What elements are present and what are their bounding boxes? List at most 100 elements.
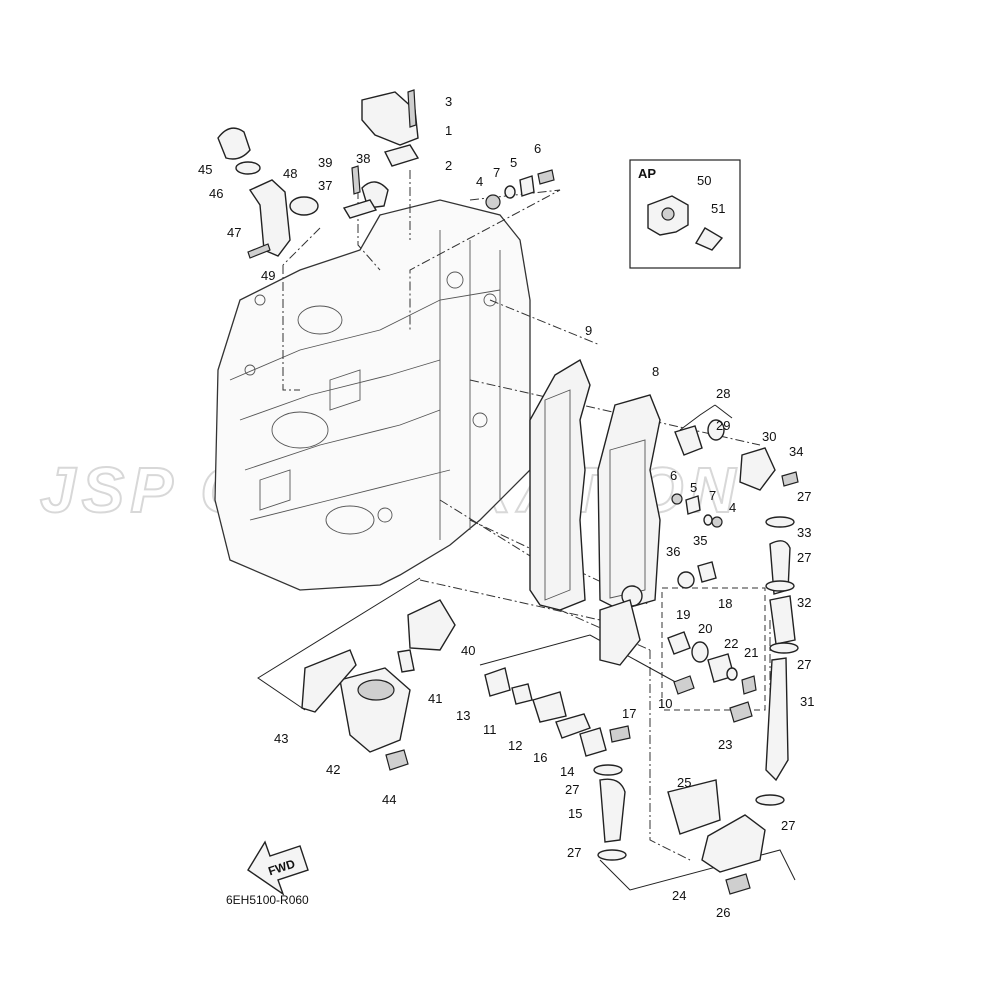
callout-12: 12 bbox=[508, 738, 522, 753]
screw-21-part bbox=[741, 675, 757, 695]
callout-labels: 1 2 3 4 5 6 7 4 5 6 7 8 9 10 11 12 13 14… bbox=[198, 94, 814, 920]
callout-18: 18 bbox=[718, 596, 732, 611]
callout-27a: 27 bbox=[797, 489, 811, 504]
callout-23: 23 bbox=[718, 737, 732, 752]
callout-6b: 6 bbox=[670, 468, 677, 483]
bolt-34-part bbox=[781, 471, 799, 487]
joint-32-part bbox=[769, 595, 796, 645]
plug-4b-part bbox=[711, 516, 723, 528]
callout-16: 16 bbox=[533, 750, 547, 765]
o-ring-48-part bbox=[289, 196, 319, 216]
clip-27f-part bbox=[597, 849, 627, 861]
sleeve-13-part bbox=[484, 667, 511, 697]
callout-15: 15 bbox=[568, 806, 582, 821]
callout-36: 36 bbox=[666, 544, 680, 559]
clip-27e-part bbox=[755, 794, 785, 806]
joint-part bbox=[248, 179, 291, 257]
top-hose-parts bbox=[217, 127, 319, 259]
bolt-17-part bbox=[609, 725, 631, 743]
callout-45: 45 bbox=[198, 162, 212, 177]
exhaust-cover-assembly bbox=[529, 358, 661, 666]
oil-filter-40-part bbox=[407, 599, 456, 651]
callout-24: 24 bbox=[672, 888, 686, 903]
seal-20-part bbox=[691, 641, 709, 663]
exhaust-cover-8-part bbox=[597, 394, 661, 611]
callout-51: 51 bbox=[711, 201, 725, 216]
callout-30: 30 bbox=[762, 429, 776, 444]
clip-27d-part bbox=[593, 764, 623, 776]
callout-4: 4 bbox=[476, 174, 483, 189]
hose-15-part bbox=[599, 778, 626, 843]
bolt-10-part bbox=[673, 675, 695, 695]
washer-22-part bbox=[726, 667, 738, 681]
spring-41-part bbox=[397, 649, 415, 673]
callout-21: 21 bbox=[744, 645, 758, 660]
valve-19-part bbox=[667, 631, 691, 655]
lower-parts bbox=[301, 599, 766, 895]
washer-29-part bbox=[707, 419, 725, 441]
plate-37-part bbox=[342, 199, 378, 219]
callout-2: 2 bbox=[445, 158, 452, 173]
cover-14-part bbox=[579, 727, 607, 757]
o-ring-part bbox=[235, 161, 261, 175]
plug-35-part bbox=[697, 561, 717, 583]
gasket-16-part bbox=[555, 713, 591, 739]
thermostat-28-part bbox=[674, 425, 703, 456]
cover-30-part bbox=[739, 447, 776, 491]
clip-27b-part bbox=[765, 580, 795, 592]
diagram-code: 6EH5100-R060 bbox=[226, 893, 309, 907]
callout-27b: 27 bbox=[797, 550, 811, 565]
callout-1: 1 bbox=[445, 123, 452, 138]
callout-31: 31 bbox=[800, 694, 814, 709]
ap-inset-box: AP bbox=[629, 159, 741, 269]
callout-11: 11 bbox=[483, 722, 497, 737]
callout-7b: 7 bbox=[709, 488, 716, 503]
callout-33: 33 bbox=[797, 525, 811, 540]
callout-50: 50 bbox=[697, 173, 711, 188]
sensor-1-part bbox=[361, 91, 419, 146]
callout-35: 35 bbox=[693, 533, 707, 548]
callout-43: 43 bbox=[274, 731, 288, 746]
callout-46: 46 bbox=[209, 186, 223, 201]
callout-48: 48 bbox=[283, 166, 297, 181]
callout-40: 40 bbox=[461, 643, 475, 658]
callout-25: 25 bbox=[677, 775, 691, 790]
callout-22: 22 bbox=[724, 636, 738, 651]
callout-27e: 27 bbox=[781, 818, 795, 833]
callout-27c: 27 bbox=[797, 657, 811, 672]
callout-42: 42 bbox=[326, 762, 340, 777]
cylinder-crankcase-block bbox=[214, 199, 531, 591]
callout-37: 37 bbox=[318, 178, 332, 193]
callout-38: 38 bbox=[356, 151, 370, 166]
bolt-26-part bbox=[725, 873, 751, 895]
callout-14: 14 bbox=[560, 764, 574, 779]
callout-28: 28 bbox=[716, 386, 730, 401]
hose-31-part bbox=[765, 657, 789, 782]
washer-7b-part bbox=[703, 514, 713, 526]
gasket-9-part bbox=[529, 358, 591, 611]
callout-8: 8 bbox=[652, 364, 659, 379]
callout-7: 7 bbox=[493, 165, 500, 180]
forward-direction-arrow: FWD bbox=[247, 840, 309, 896]
screw-6-part bbox=[537, 169, 555, 185]
cover-24-part bbox=[701, 814, 766, 873]
bolt-23-part bbox=[729, 701, 753, 723]
bolt-39-part bbox=[351, 165, 361, 195]
cover-plate-part bbox=[599, 599, 641, 666]
callout-3: 3 bbox=[445, 94, 452, 109]
callout-34: 34 bbox=[789, 444, 803, 459]
bolt-3-part bbox=[407, 89, 417, 128]
callout-9: 9 bbox=[585, 323, 592, 338]
callout-19: 19 bbox=[676, 607, 690, 622]
washer-36-part bbox=[677, 571, 695, 589]
bolt-49-part bbox=[247, 243, 271, 259]
gasket-43-part bbox=[301, 649, 357, 713]
callout-47: 47 bbox=[227, 225, 241, 240]
callout-5: 5 bbox=[510, 155, 517, 170]
plug-4-part bbox=[485, 194, 501, 210]
callout-10: 10 bbox=[658, 696, 672, 711]
callout-13: 13 bbox=[456, 708, 470, 723]
thermostat-parts bbox=[667, 419, 799, 782]
callout-17: 17 bbox=[622, 706, 636, 721]
